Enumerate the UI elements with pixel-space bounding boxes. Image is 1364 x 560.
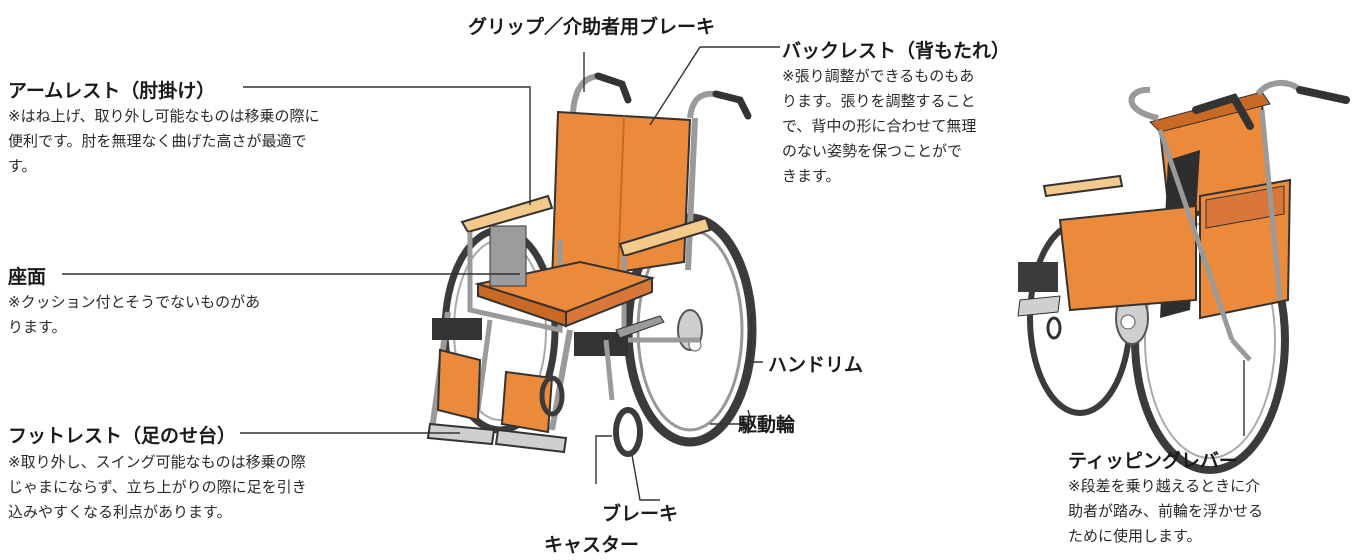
leader-lines (62, 46, 1245, 501)
tipping-lever-note: ※段差を乗り越えるときに介 助者が踏み、前輪を浮かせる ために使用します。 (1068, 474, 1263, 549)
rear-wheelchair (1017, 80, 1350, 474)
seat-note-line: ります。 (8, 318, 67, 336)
armrest-note-line: 便利です。肘を無理なく曲げた高さが最適で (8, 132, 307, 150)
front-wheelchair (426, 72, 757, 457)
grip-brake-label: グリップ／介助者用ブレーキ (468, 16, 716, 38)
footrest-note-line: ※取り外し、スイング可能なものは移乗の際 (8, 453, 306, 471)
backrest-label: バックレスト（背もたれ） (782, 40, 1011, 62)
armrest-note: ※はね上げ、取り外し可能なものは移乗の際に 便利です。肘を無理なく曲げた高さが最… (8, 104, 320, 179)
handrim-label: ハンドリム (768, 354, 864, 376)
armrest-note-line: ※はね上げ、取り外し可能なものは移乗の際に (8, 107, 320, 125)
seat-note: ※クッション付とそうでないものがあ ります。 (8, 290, 260, 340)
brake-label: ブレーキ (602, 503, 679, 525)
armrest-note-line: す。 (8, 157, 37, 175)
caster-label: キャスター (544, 534, 640, 556)
armrest-label: アームレスト（肘掛け） (8, 80, 216, 102)
seat-label: 座面 (8, 266, 47, 288)
backrest-note-line: ※張り調整ができるものもあ (782, 67, 975, 85)
backrest-note-line: ります。張りを調整すること (782, 92, 976, 110)
drive-wheel-label: 駆動輪 (738, 414, 796, 436)
tipping-lever-note-line: ※段差を乗り越えるときに介 (1068, 477, 1261, 495)
footrest-note-line: じゃまにならず、立ち上がりの際に足を引き (8, 478, 307, 496)
footrest-note: ※取り外し、スイング可能なものは移乗の際 じゃまにならず、立ち上がりの際に足を引… (8, 450, 307, 525)
footrest-note-line: 込みやすくなる利点があります。 (8, 503, 232, 521)
tipping-lever-note-line: 助者が踏み、前輪を浮かせる (1068, 502, 1264, 520)
backrest-note-line: で、背中の形に合わせて無理 (782, 117, 977, 135)
footrest-label: フットレスト（足のせ台） (8, 425, 237, 447)
backrest-note-line: きます。 (782, 167, 841, 185)
tipping-lever-note-line: ために使用します。 (1068, 527, 1202, 545)
tipping-lever-label: ティッピングレバー (1068, 450, 1238, 472)
backrest-note: ※張り調整ができるものもあ ります。張りを調整すること で、背中の形に合わせて無… (782, 64, 976, 189)
seat-note-line: ※クッション付とそうでないものがあ (8, 293, 261, 311)
backrest-note-line: のない姿勢を保つことがで (782, 142, 963, 160)
